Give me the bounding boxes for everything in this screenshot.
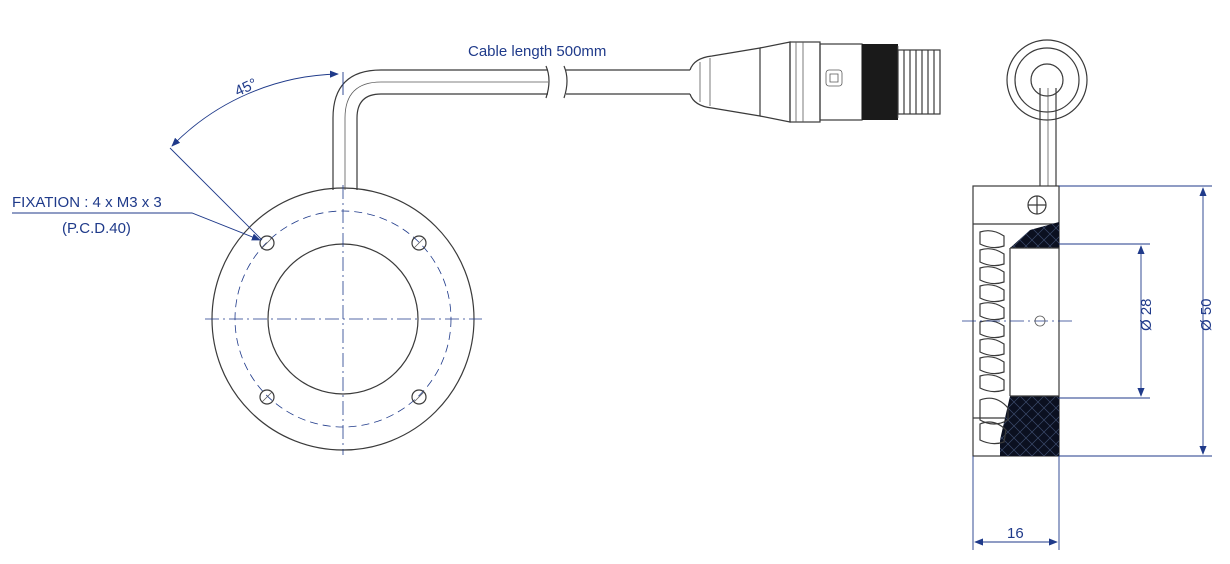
connector-end-mid (1014, 47, 1080, 113)
connector-strain-relief (689, 47, 761, 117)
cable-length-label: Cable length 500mm (468, 43, 606, 60)
depth-label: 16 (1007, 525, 1024, 542)
connector-end-inner (1030, 63, 1064, 97)
mounting-hole (259, 389, 275, 405)
mounting-hole (259, 235, 275, 251)
pcd-label: (P.C.D.40) (62, 220, 131, 237)
cable-outline-right (356, 93, 548, 190)
connector-thread (897, 49, 941, 115)
cable-break-left (545, 65, 550, 99)
fixation-label: FIXATION : 4 x M3 x 3 (12, 194, 162, 211)
led-array (979, 230, 1009, 445)
front-view (12, 65, 690, 455)
connector-end-outer (1006, 39, 1088, 121)
side-view (962, 39, 1212, 550)
angle-leader (169, 147, 263, 241)
connector-body (789, 41, 821, 123)
mounting-hole (411, 235, 427, 251)
section-hatch-top (1010, 222, 1059, 248)
inner-diameter-label: Ø 28 (1138, 298, 1155, 331)
mounting-holes (259, 235, 427, 405)
m12-connector (689, 41, 941, 123)
cable-outline-left (332, 69, 548, 190)
cable-break-right (563, 65, 568, 99)
angle-arc (171, 70, 339, 147)
outer-diameter-label: Ø 50 (1198, 298, 1215, 331)
angle-label: 45° (232, 75, 260, 100)
connector-grip (862, 44, 898, 120)
mounting-hole (411, 389, 427, 405)
cable-centerline (344, 81, 548, 190)
fixation-leader (12, 212, 261, 241)
section-hatch-bottom (1000, 396, 1059, 456)
